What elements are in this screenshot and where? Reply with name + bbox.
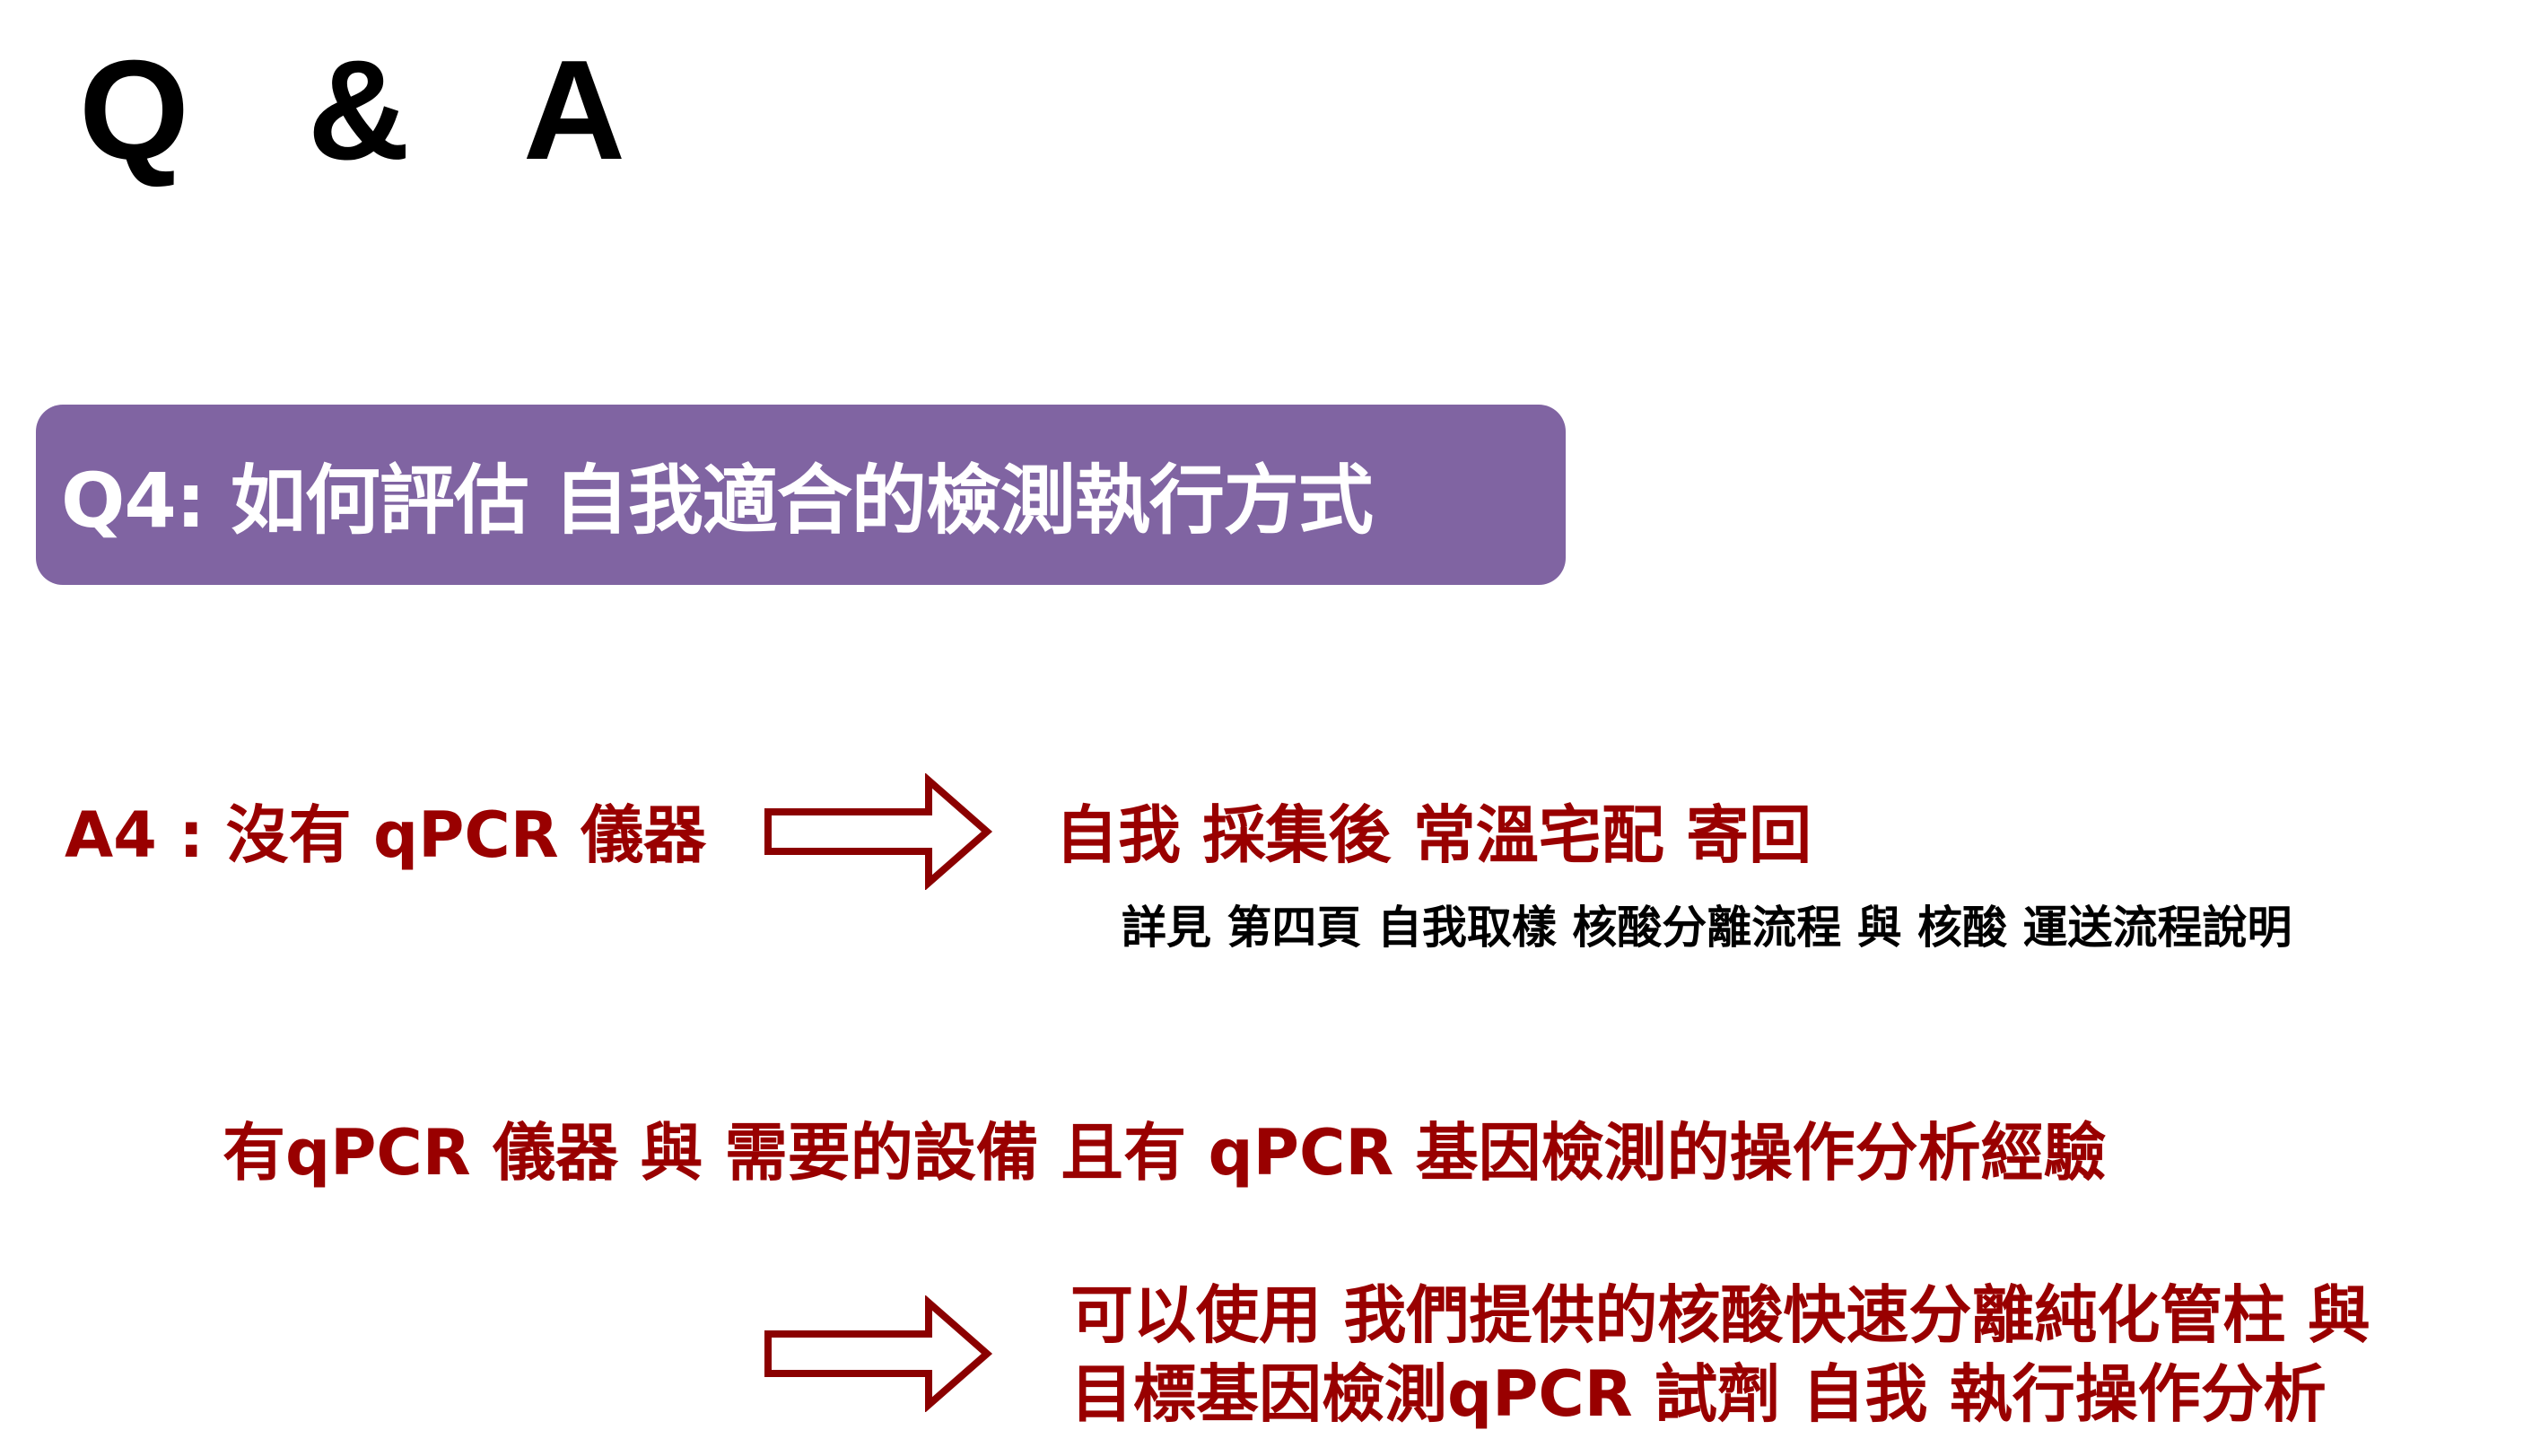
right-arrow-icon [764, 1295, 993, 1412]
slide-title: Q & A [79, 31, 666, 189]
right-arrow-icon [764, 773, 993, 890]
result2-line-2: 目標基因檢測qPCR 試劑 自我 執行操作分析 [1070, 1357, 2327, 1431]
question-text: Q4: 如何評估 自我適合的檢測執行方式 [61, 457, 1374, 545]
answer-note: 詳見 第四頁 自我取樣 核酸分離流程 與 核酸 運送流程說明 [1122, 902, 2292, 954]
condition-text: 有qPCR 儀器 與 需要的設備 且有 qPCR 基因檢測的操作分析經驗 [223, 1116, 2107, 1190]
answer-label: A4 : 沒有 qPCR 儀器 [65, 798, 707, 872]
question-box: Q4: 如何評估 自我適合的檢測執行方式 [36, 405, 1566, 585]
answer-result: 自我 採集後 常溫宅配 寄回 [1055, 798, 1812, 872]
result2-line-1: 可以使用 我們提供的核酸快速分離純化管柱 與 [1070, 1278, 2370, 1352]
